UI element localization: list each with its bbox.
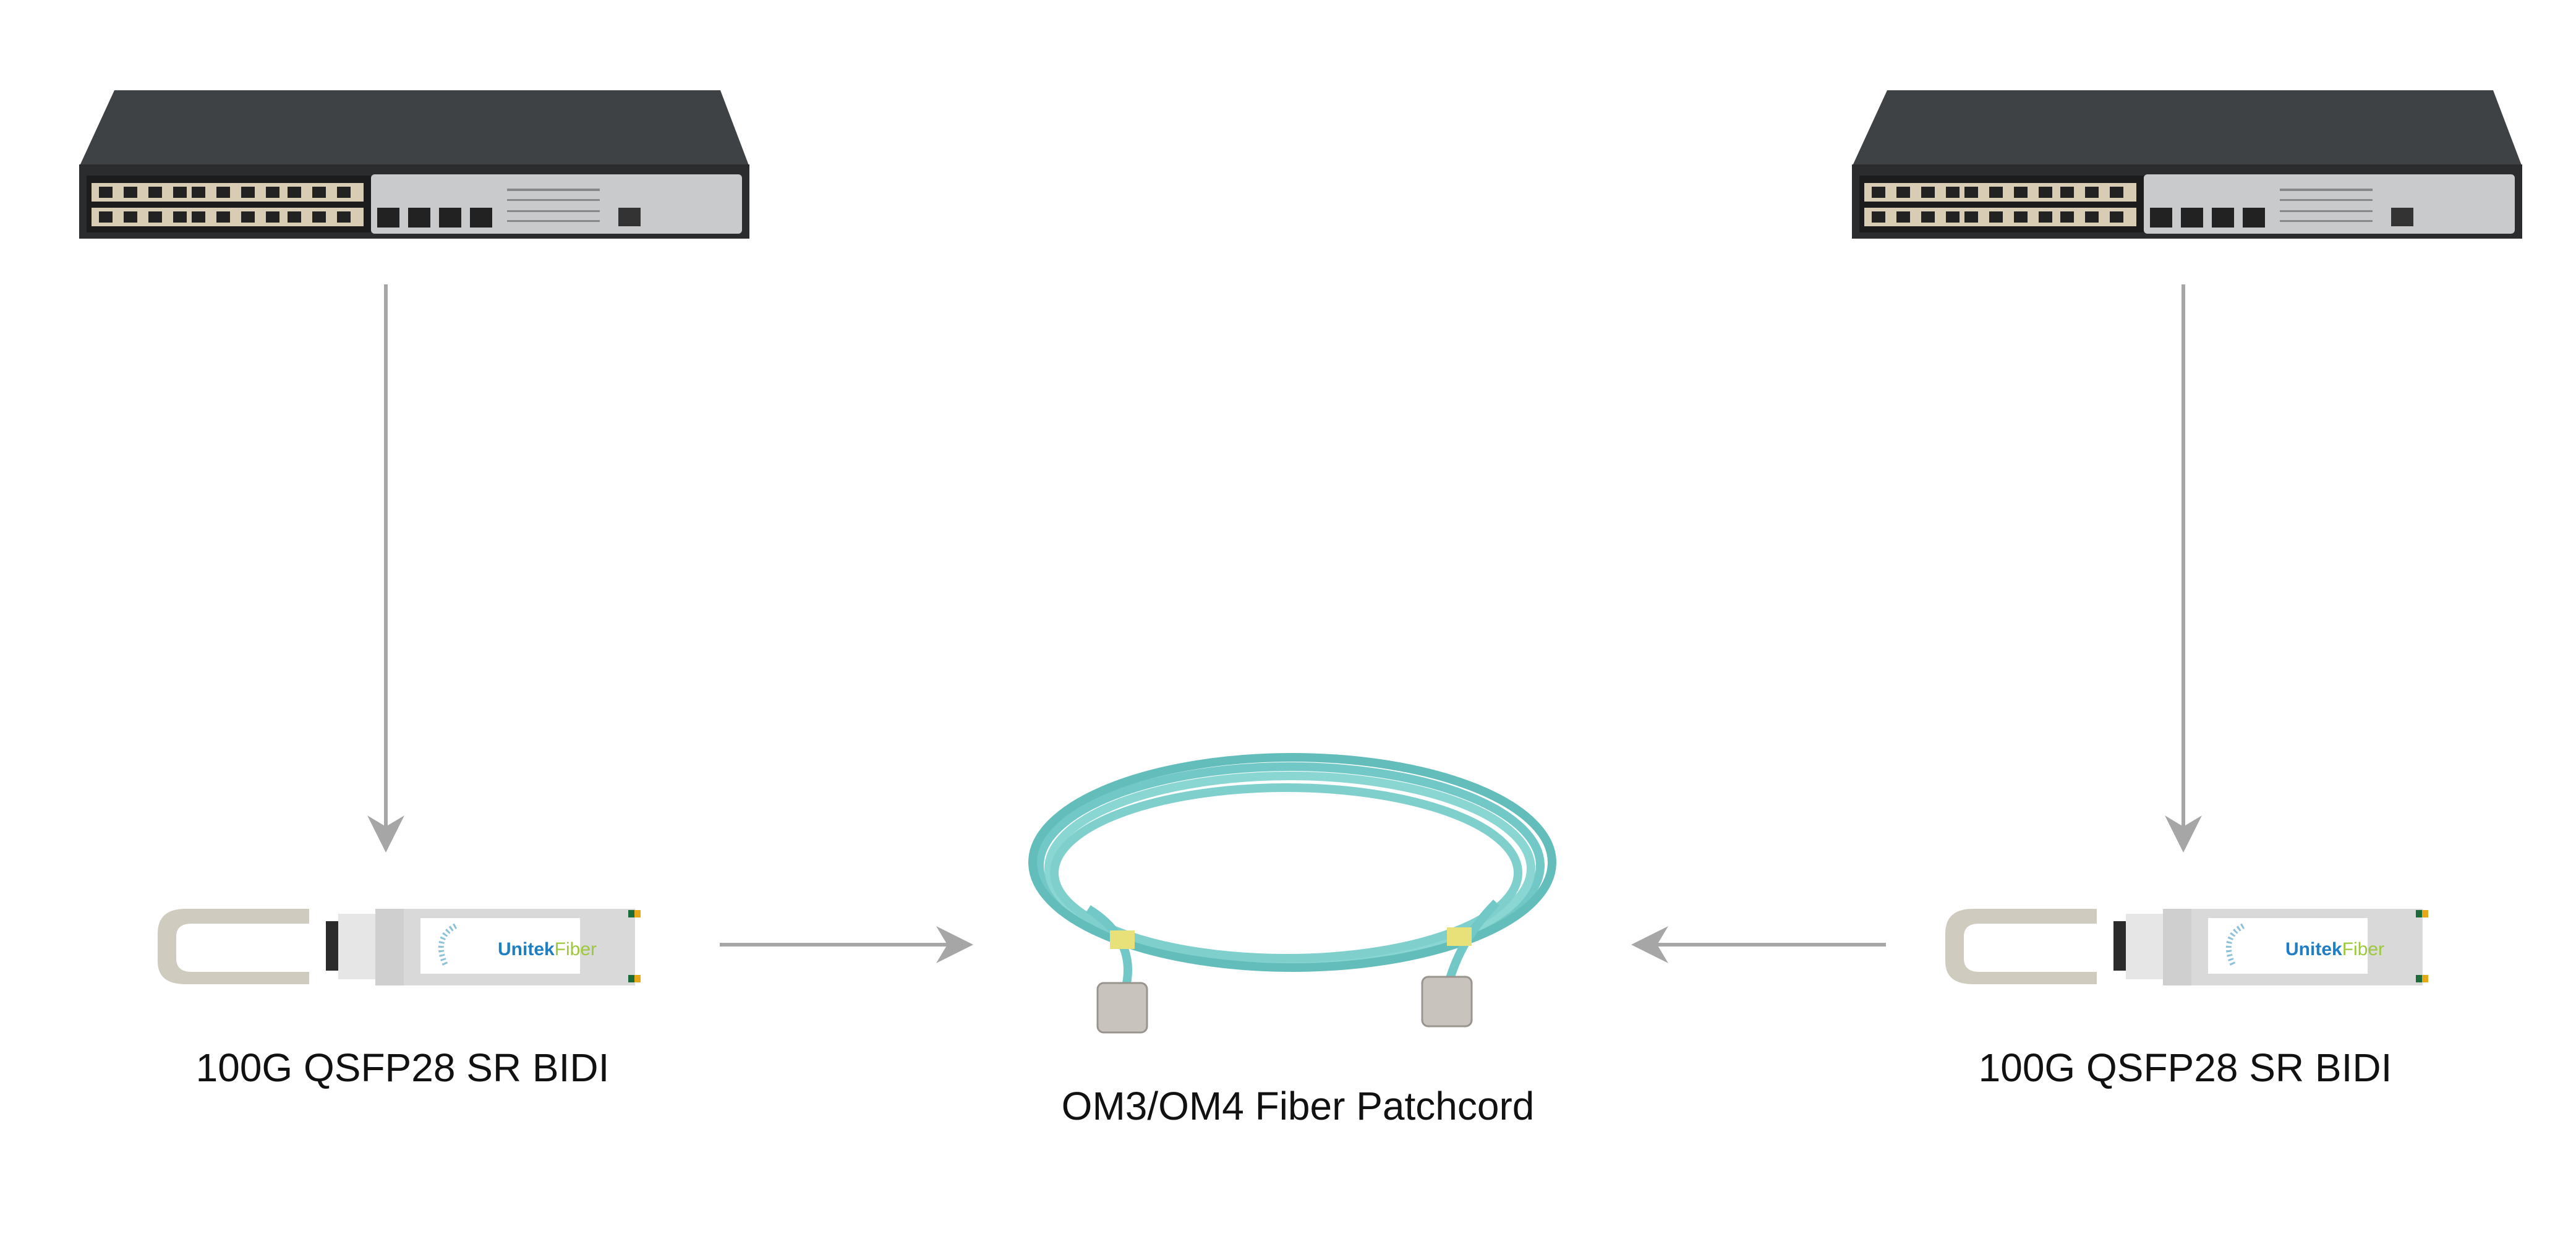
label-patchcord: OM3/OM4 Fiber Patchcord (1061, 1084, 1535, 1128)
fiber-patchcord-icon (1028, 753, 1556, 1034)
logo-right: UnitekFiber (2285, 939, 2384, 960)
switch-right-icon (1852, 90, 2522, 239)
logo-left: UnitekFiber (498, 939, 597, 960)
label-left-transceiver: 100G QSFP28 SR BIDI (195, 1045, 610, 1090)
switch-left-icon (79, 90, 749, 239)
label-right-transceiver: 100G QSFP28 SR BIDI (1978, 1045, 2392, 1090)
